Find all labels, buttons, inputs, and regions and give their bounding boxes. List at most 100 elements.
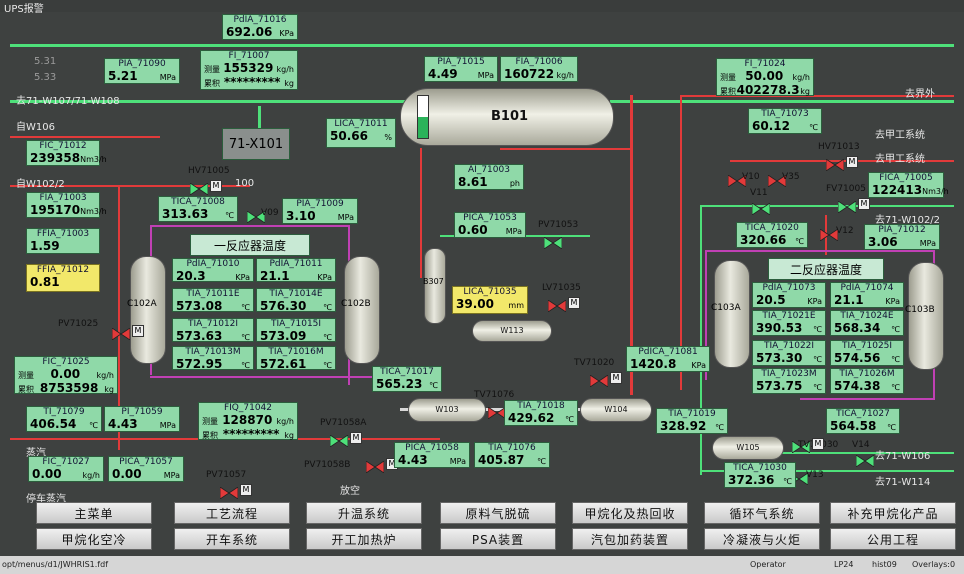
c103b-reactor[interactable]: C103B [905,262,944,370]
c102b-reactor[interactable]: C102B [341,256,380,364]
valve-tv71030[interactable]: TV71030M [791,438,838,454]
instrument-tia71012i[interactable]: TIA_71012I 573.63℃ [172,318,254,342]
c103a-reactor[interactable]: C103A [711,260,750,368]
nav-button-10[interactable]: PSA装置 [440,528,556,550]
total-value: ********* [223,75,281,89]
instrument-tia71015i[interactable]: TIA_71015I 573.09℃ [256,318,336,342]
c102a-reactor[interactable]: C102A [127,256,166,364]
nav-button-11[interactable]: 汽包加药装置 [572,528,688,550]
instrument-ffia71012[interactable]: FFIA_71012 0.81 [26,264,100,292]
instrument-ffia71003[interactable]: FFIA_71003 1.59 [26,228,100,254]
nav-button-12[interactable]: 冷凝液与火炬 [704,528,820,550]
nav-button-7[interactable]: 甲烷化空冷 [36,528,152,550]
nav-button-5[interactable]: 循环气系统 [704,502,820,524]
instrument-tica71017[interactable]: TICA_71017 565.23℃ [372,366,442,392]
instrument-unit: kg/h [556,71,574,80]
instrument-tia71024e[interactable]: TIA_71024E 568.34℃ [830,310,904,336]
instrument-tia71022i[interactable]: TIA_71022I 573.30℃ [752,340,826,366]
rx101-box[interactable]: 71-X101 [222,128,290,160]
instrument-tia71026m[interactable]: TIA_71026M 574.38℃ [830,368,904,394]
instrument-value: 692.06 [226,25,273,39]
w105-exchanger[interactable]: W105 [712,436,784,460]
instrument-value: 390.53 [756,321,803,335]
instrument-tia71018[interactable]: TIA_71018 429.62℃ [504,400,578,426]
nav-button-1[interactable]: 工艺流程 [174,502,290,524]
nav-button-8[interactable]: 开车系统 [174,528,290,550]
c102b-label: C102B [341,299,371,309]
nav-button-13[interactable]: 公用工程 [830,528,956,550]
instrument-tica71030[interactable]: TICA_71030 372.36℃ [724,462,796,488]
w104-exchanger[interactable]: W104 [580,398,652,422]
instrument-tia71025i[interactable]: TIA_71025I 574.56℃ [830,340,904,366]
valve-v11[interactable]: V11 [750,188,771,216]
b101-drum[interactable]: B101 [400,88,614,146]
w113-exchanger[interactable]: W113 [472,320,552,342]
rx1-title-text: 一反应器温度 [213,238,286,253]
valve-v09[interactable]: V09 [246,208,279,224]
instrument-tica71027[interactable]: TICA_71027 564.58℃ [826,408,900,434]
valve-pv71053[interactable]: PV71053 [538,220,578,250]
instrument-ti71079[interactable]: TI_71079 406.54℃ [26,406,102,432]
instrument-tia71016m[interactable]: TIA_71016M 572.61℃ [256,346,336,370]
instrument-tia71073[interactable]: TIA_71073 60.12℃ [748,108,822,134]
instrument-value: 4.49 [428,67,458,81]
instrument-tia71021e[interactable]: TIA_71021E 390.53℃ [752,310,826,336]
nav-button-2[interactable]: 升温系统 [306,502,422,524]
nav-button-4[interactable]: 甲烷化及热回收 [572,502,688,524]
instrument-tia71011e[interactable]: TIA_71011E 573.08℃ [172,288,254,312]
valve-v12[interactable]: V12 [819,226,854,242]
b307-vessel[interactable]: B307 [423,248,446,324]
instrument-tia71013m[interactable]: TIA_71013M 572.95℃ [172,346,254,370]
instrument-tia71019[interactable]: TIA_71019 328.92℃ [656,408,728,434]
instrument-tica71008[interactable]: TICA_71008 313.63℃ [158,196,238,222]
instrument-lica71011[interactable]: LICA_71011 50.66% [326,118,396,148]
valve-v14[interactable]: V14 [852,440,875,468]
instrument-tia71023m[interactable]: TIA_71023M 573.75℃ [752,368,826,394]
instrument-tica71020[interactable]: TICA_71020 320.66℃ [736,222,808,248]
nav-button-9[interactable]: 开工加热炉 [306,528,422,550]
instrument-tia71076[interactable]: TIA_71076 405.87℃ [474,442,550,468]
nav-button-6[interactable]: 补充甲烷化产品 [830,502,956,524]
nav-button-3[interactable]: 原料气脱硫 [440,502,556,524]
instrument-tia71014e[interactable]: TIA_71014E 576.30℃ [256,288,336,312]
valve-v10[interactable]: V10 [727,172,760,188]
valve-v35[interactable]: V35 [767,172,800,188]
valve-tv71076[interactable]: TV71076 [474,390,514,420]
w103-exchanger[interactable]: W103 [408,398,486,422]
nav-button-0[interactable]: 主菜单 [36,502,152,524]
